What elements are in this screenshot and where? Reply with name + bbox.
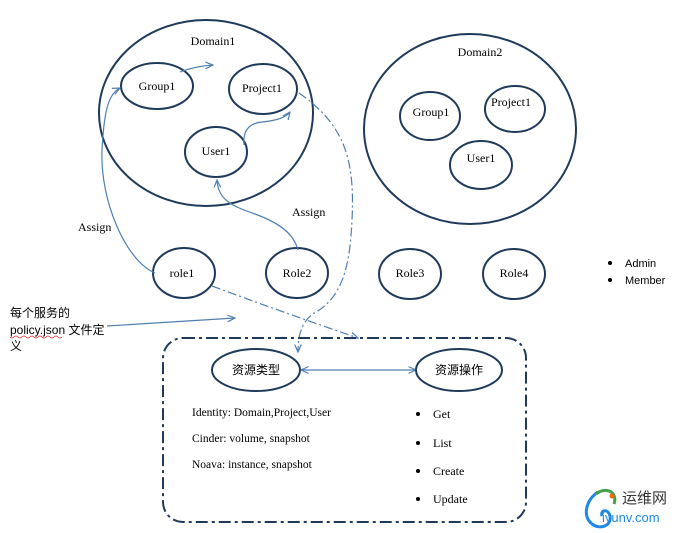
- arrow-role1-to-resources: [211, 285, 358, 338]
- legend-bullet-1: [608, 261, 612, 265]
- domain1-group-label: Group1: [139, 79, 176, 93]
- role-label-3: Role3: [396, 266, 425, 280]
- resource-line-identity: Identity: Domain,Project,User: [192, 407, 331, 419]
- resource-line-cinder: Cinder: volume, snapshot: [192, 433, 311, 445]
- policy-note-line-1: 每个服务的: [10, 305, 70, 320]
- domain1-project-label: Project1: [242, 81, 282, 95]
- watermark-cn: 运维网: [622, 490, 667, 507]
- resource-type-node: [211, 348, 301, 392]
- role-label-4: Role4: [500, 266, 529, 280]
- op-bullet-4: [416, 497, 420, 501]
- role-node-3: [378, 248, 442, 300]
- domain1-group-node: [120, 62, 194, 110]
- domain1-user-label: User1: [202, 144, 231, 158]
- domain2-user-label: User1: [467, 151, 496, 165]
- op-bullet-2: [416, 441, 420, 445]
- policy-note: 每个服务的 policy.json 文件定 义: [9, 305, 104, 353]
- arrow-user-to-project: [243, 112, 290, 146]
- op-item-get: Get: [433, 407, 451, 421]
- resource-box-border: [162, 337, 527, 523]
- domain1-project-node: [228, 63, 298, 115]
- watermark-url: iyunv.com: [602, 510, 660, 525]
- policy-note-squiggle: [9, 335, 63, 339]
- domain2-project-node: [484, 85, 546, 133]
- watermark-logo-icon: [584, 488, 617, 529]
- arrow-role2-to-user: [217, 180, 299, 251]
- arrow-project-to-resource-type: [298, 92, 354, 352]
- policy-note-line-3: 义: [10, 339, 22, 353]
- role-node-4: [482, 248, 546, 300]
- domain2-group-node: [399, 91, 461, 141]
- arrow-policy-note: [106, 318, 235, 327]
- policy-note-line-2: policy.json 文件定: [10, 322, 104, 337]
- role-label-2: Role2: [283, 266, 312, 280]
- resource-line-noava: Noava: instance, snapshot: [192, 459, 313, 471]
- domain2: Domain2 Group1 Project1 User1: [363, 33, 577, 225]
- op-item-update: Update: [433, 492, 468, 506]
- arrow-group-to-project: [179, 65, 213, 73]
- domain1-user-node: [184, 126, 248, 178]
- domain1: Domain1 Group1 Project1 User1: [98, 19, 314, 207]
- domain2-user-node: [449, 140, 513, 190]
- resource-type-label: 资源类型: [232, 363, 280, 377]
- role-node-1: [152, 247, 216, 299]
- legend: Admin Member: [608, 258, 666, 287]
- connectors: [101, 65, 416, 370]
- legend-item-member: Member: [625, 275, 666, 287]
- role-label-1: role1: [170, 266, 195, 280]
- assign-label-left: Assign: [78, 220, 111, 234]
- resource-op-node: [415, 348, 503, 392]
- domain1-circle: [98, 19, 314, 207]
- domain2-circle: [363, 33, 577, 225]
- watermark: 运维网 iyunv.com: [584, 488, 667, 529]
- assign-label-right: Assign: [292, 205, 325, 219]
- op-item-create: Create: [433, 464, 464, 478]
- domain2-title: Domain2: [458, 45, 503, 59]
- roles: role1 Role2 Role3 Role4: [152, 247, 546, 300]
- resource-box: 资源类型 资源操作 Identity: Domain,Project,User …: [162, 337, 527, 523]
- resource-op-label: 资源操作: [435, 362, 483, 377]
- legend-bullet-2: [608, 278, 612, 282]
- domain2-group-label: Group1: [413, 105, 450, 119]
- domain1-title: Domain1: [191, 34, 236, 48]
- legend-item-admin: Admin: [625, 258, 656, 270]
- op-item-list: List: [433, 436, 452, 450]
- domain2-project-label: Project1: [491, 95, 531, 109]
- op-bullet-1: [416, 412, 420, 416]
- op-bullet-3: [416, 469, 420, 473]
- arrow-role1-to-group: [101, 88, 156, 274]
